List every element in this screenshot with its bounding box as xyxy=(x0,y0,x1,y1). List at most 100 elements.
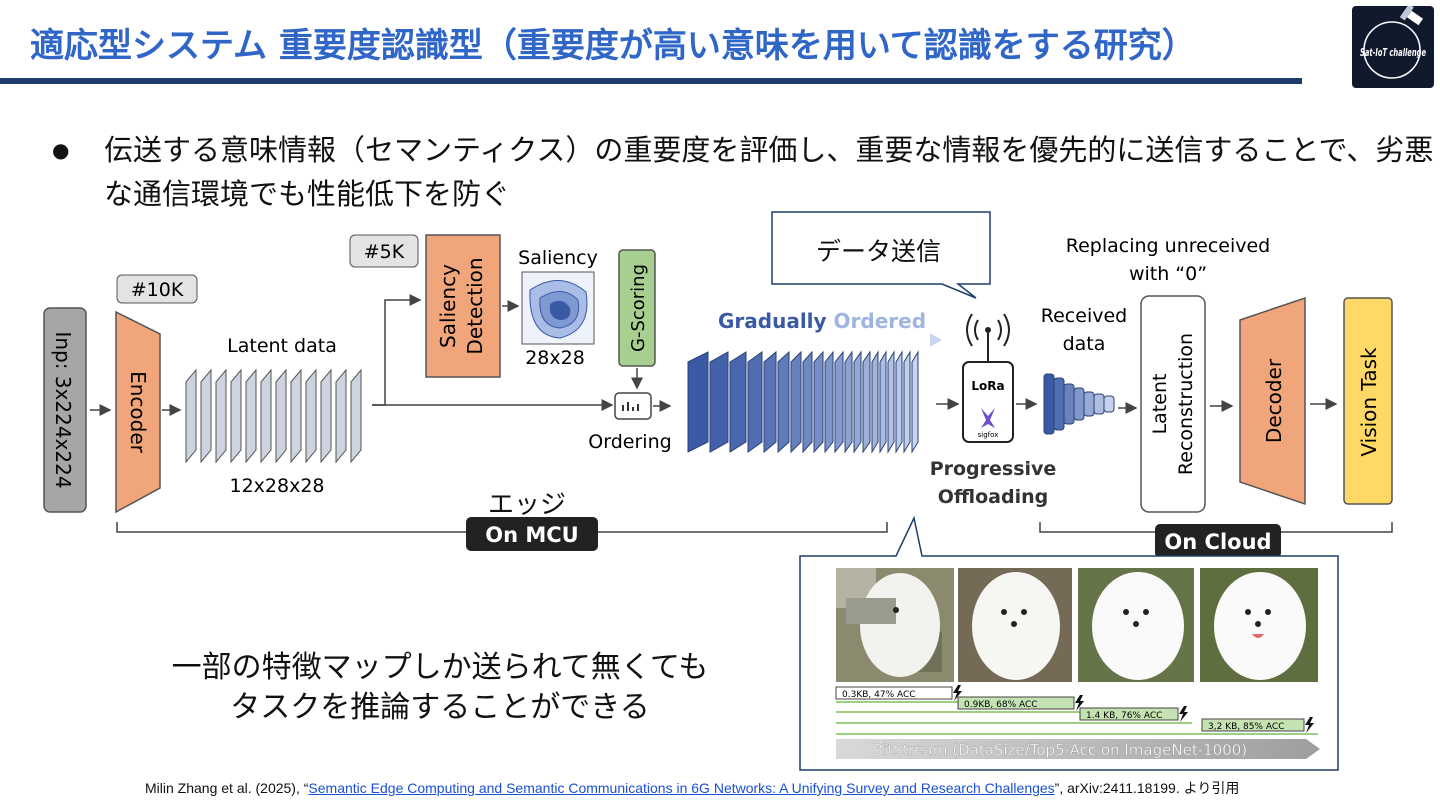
bullet-marker: ● xyxy=(52,138,70,162)
dog-thumb-4 xyxy=(1200,568,1318,682)
logo-text: Sat-IoT challenge xyxy=(1360,46,1426,59)
ordered-feature-slab xyxy=(887,350,895,454)
title-underline xyxy=(0,78,1302,84)
gradually-word: Gradually xyxy=(718,309,834,333)
stage-label: 0.3KB, 47% ACC xyxy=(842,690,916,700)
satellite-panel-icon xyxy=(1399,3,1414,21)
saliency-detection-line1: Saliency xyxy=(436,264,460,348)
dog-thumb-1 xyxy=(836,568,954,682)
stage-label: 0.9KB, 68% ACC xyxy=(964,700,1038,710)
encoder-badge-text: #10K xyxy=(131,279,184,301)
lightning-icon xyxy=(953,685,962,701)
dog-thumb-2 xyxy=(958,568,1072,682)
stage-bar xyxy=(1201,718,1305,732)
bitstream-label: BitStream (DataSize/Top5-Acc on ImageNet… xyxy=(873,741,1247,759)
dog-thumbnails xyxy=(836,568,1318,682)
latent-data-stack xyxy=(185,368,362,464)
arrow-to-saliency xyxy=(372,294,422,406)
saliency-badge-text: #5K xyxy=(364,241,405,263)
saliency-size: 28x28 xyxy=(525,347,585,369)
ordered-feature-slab xyxy=(813,350,824,454)
lightning-icon xyxy=(1305,717,1314,733)
ordered-feature-slab xyxy=(790,350,802,454)
saliency-badge xyxy=(349,234,419,268)
input-block xyxy=(43,307,87,513)
received-slab xyxy=(1043,373,1055,435)
ordered-feature-slab xyxy=(824,350,834,454)
received-data-stack xyxy=(1043,373,1115,435)
lora-label: LoRa xyxy=(971,379,1004,393)
citation-prefix: Milin Zhang et al. (2025), “ xyxy=(145,780,309,796)
replacing-line1: Replacing unreceived xyxy=(1066,235,1270,257)
challenge-logo: Sat-IoT challenge xyxy=(1352,3,1434,88)
signal-waves-icon xyxy=(966,313,1010,347)
encoder-label: Encoder xyxy=(126,371,150,454)
decoder-label: Decoder xyxy=(1262,358,1286,443)
received-slab xyxy=(1063,383,1075,425)
bitstream-arrow xyxy=(836,739,1320,759)
ordered-feature-slab xyxy=(687,351,709,453)
ordered-feature-slab xyxy=(709,351,729,453)
vision-task-block xyxy=(1343,297,1393,505)
received-slab xyxy=(1093,393,1105,415)
latent-slab xyxy=(290,368,302,464)
data-send-callout xyxy=(771,211,991,299)
received-slab xyxy=(1103,395,1115,413)
citation-link[interactable]: Semantic Edge Computing and Semantic Com… xyxy=(308,780,1055,796)
latent-slab xyxy=(320,368,332,464)
latent-slab xyxy=(215,368,227,464)
citation: Milin Zhang et al. (2025), “Semantic Edg… xyxy=(145,778,1239,798)
received-line1: Received xyxy=(1041,305,1127,327)
iot-device xyxy=(962,361,1014,443)
ordered-feature-stack xyxy=(687,350,919,454)
latent-size: 12x28x28 xyxy=(229,475,324,497)
ordered-feature-slab xyxy=(895,350,903,454)
lightning-icon xyxy=(1075,695,1084,711)
latent-slab xyxy=(185,368,197,464)
ordered-word: Ordered xyxy=(834,309,927,333)
note-line-1: 一部の特徴マップしか送られて無くても xyxy=(171,650,709,685)
progressive-line2: Offloading xyxy=(938,486,1048,508)
slide-title: 適応型システム 重要度認識型（重要度が高い意味を用いて認識をする研究） xyxy=(30,26,1196,66)
ordered-feature-slab xyxy=(747,351,763,453)
received-line2: data xyxy=(1063,333,1106,355)
ordered-feature-slab xyxy=(777,350,790,454)
antenna-icon xyxy=(985,327,991,333)
saliency-label: Saliency xyxy=(518,247,598,269)
latent-label: Latent data xyxy=(227,335,337,357)
ordered-feature-slab xyxy=(862,350,871,454)
received-slab xyxy=(1073,387,1085,421)
latent-reconstruction-block xyxy=(1140,295,1206,513)
ordered-feature-slab xyxy=(879,350,887,454)
saliency-contour-inner xyxy=(549,300,571,320)
received-slab xyxy=(1053,377,1065,431)
latent-slab xyxy=(245,368,257,464)
latent-slab xyxy=(260,368,272,464)
vision-task-label: Vision Task xyxy=(1357,347,1381,457)
gscoring-block xyxy=(618,249,656,367)
latent-slab xyxy=(200,368,212,464)
stage-bar xyxy=(835,686,953,700)
latent-recon-line1: Latent xyxy=(1149,374,1171,435)
latent-slab xyxy=(230,368,242,464)
ordered-feature-slab xyxy=(903,350,911,454)
sigfox-icon xyxy=(981,408,995,428)
edge-text: エッジ xyxy=(488,490,567,520)
latent-slab xyxy=(305,368,317,464)
data-send-text: データ送信 xyxy=(816,237,942,266)
decoder-block xyxy=(1239,296,1306,506)
gradually-label: Gradually Ordered xyxy=(718,309,926,333)
on-cloud-badge xyxy=(1155,524,1281,558)
saliency-detection-block xyxy=(425,234,501,378)
latent-slab xyxy=(275,368,287,464)
ordering-bars-icon xyxy=(622,402,639,411)
ordered-feature-slab xyxy=(853,350,862,454)
saliency-detection-line2: Detection xyxy=(463,257,487,354)
note-text: 一部の特徴マップしか送られて無くても タスクを推論することができる xyxy=(150,648,730,728)
ordered-feature-slab xyxy=(729,351,747,453)
ordered-feature-slab xyxy=(871,350,879,454)
dog-thumb-3 xyxy=(1078,568,1194,682)
ordered-feature-slab xyxy=(802,350,813,454)
